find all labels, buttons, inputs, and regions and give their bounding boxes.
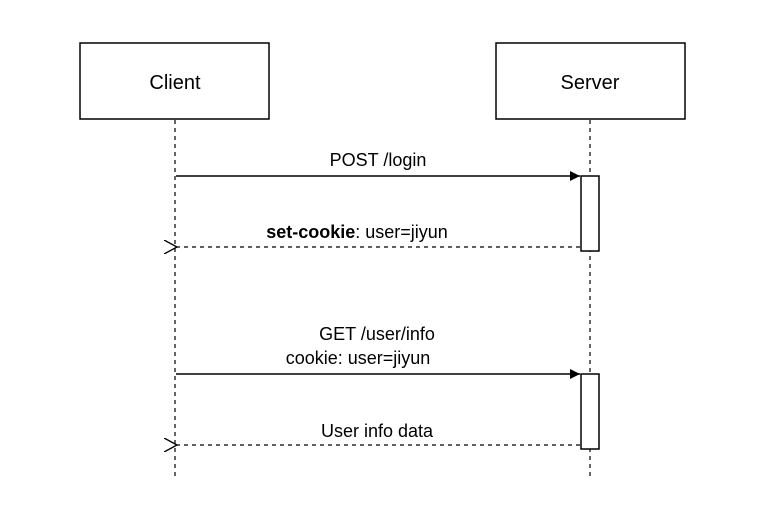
server-activation-login: [580, 175, 600, 252]
server-actor-label: Server: [561, 72, 620, 94]
info-request-label-line1: GET /user/info: [319, 324, 435, 344]
login-request-message: POST /login: [176, 150, 580, 181]
client-actor-box: [79, 42, 270, 120]
server-actor-box: [495, 42, 686, 120]
info-request-message: GET /user/info cookie: user=jiyun: [176, 324, 580, 379]
info-response-label: User info data: [321, 421, 434, 441]
login-response-label: set-cookie: user=jiyun: [266, 222, 448, 242]
server-activation-info: [580, 373, 600, 450]
info-response-message: User info data: [177, 421, 580, 445]
set-cookie-value-label: : user=jiyun: [355, 222, 448, 242]
set-cookie-header-label: set-cookie: [266, 222, 355, 242]
server-actor: Server: [495, 42, 686, 120]
login-response-message: set-cookie: user=jiyun: [177, 222, 580, 247]
client-actor-label: Client: [149, 72, 201, 94]
login-request-label: POST /login: [330, 150, 427, 170]
client-actor: Client: [79, 42, 270, 120]
info-request-label-line2: cookie: user=jiyun: [286, 348, 431, 368]
